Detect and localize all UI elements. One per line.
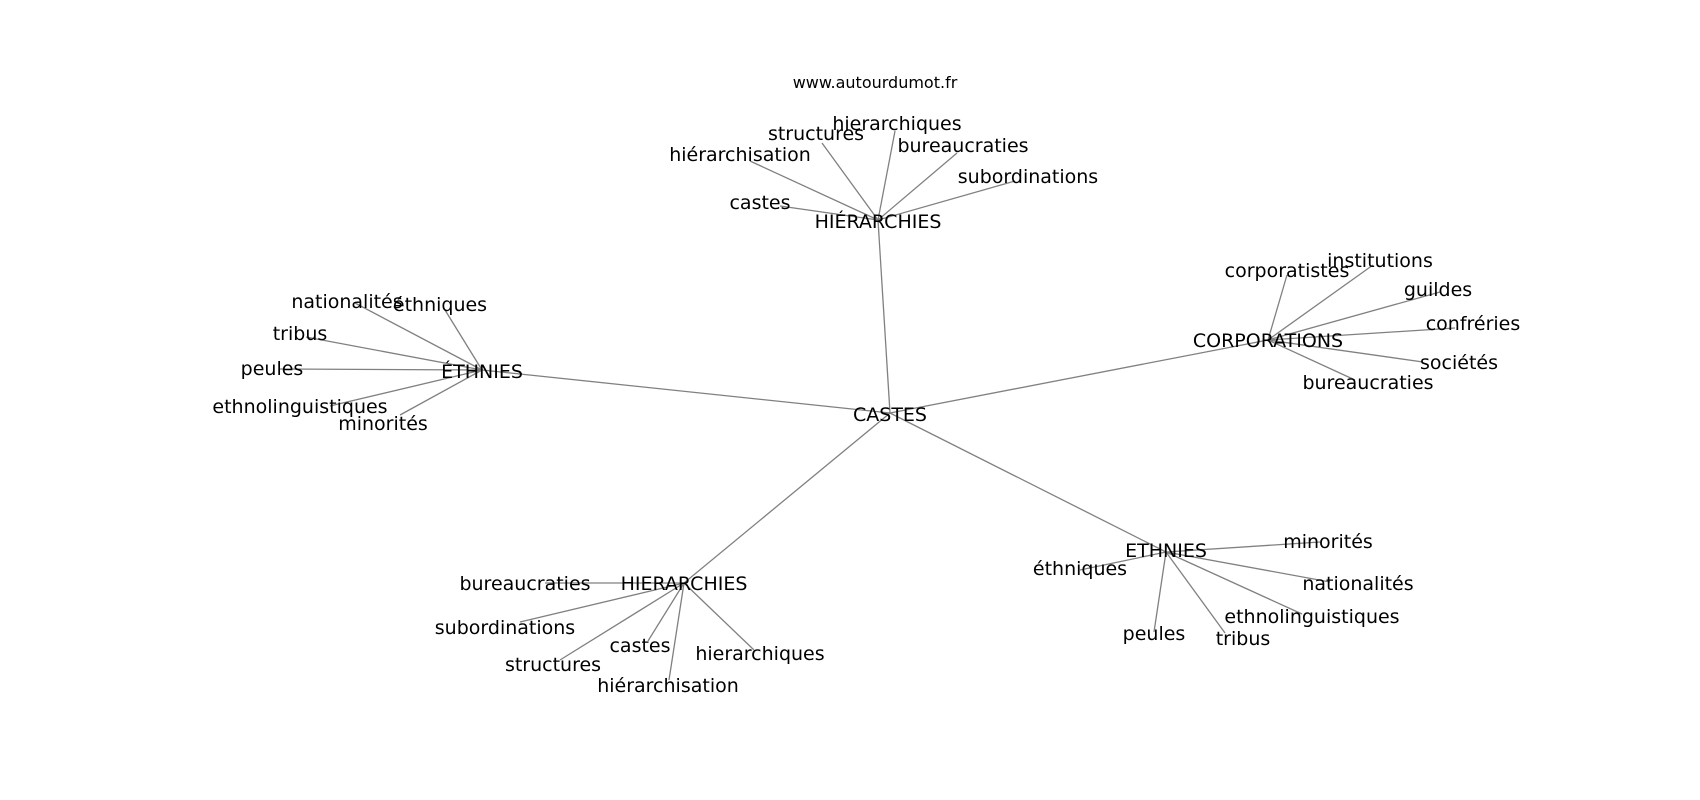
edge-hub-to-word <box>1267 339 1424 363</box>
edge-hub-to-word <box>1165 541 1321 553</box>
leaf-node-label[interactable]: subordinations <box>958 166 1098 188</box>
edge-hub-to-word <box>1165 551 1303 615</box>
leaf-node-label[interactable]: minorités <box>1283 531 1373 553</box>
leaf-node-label[interactable]: subordinations <box>435 617 575 639</box>
edge-hub-to-word <box>779 205 879 221</box>
leaf-node-label[interactable]: bureaucraties <box>897 135 1028 157</box>
edge-hub-to-word <box>1267 339 1356 381</box>
edge-hub-to-word <box>1267 327 1456 341</box>
leaf-node-label[interactable]: castes <box>609 635 670 657</box>
center-node-label[interactable]: CASTES <box>853 404 927 426</box>
leaf-node-label[interactable]: sociétés <box>1420 352 1498 374</box>
leaf-node-label[interactable]: corporatistes <box>1225 260 1350 282</box>
hub-node-label[interactable]: HIERARCHIES <box>621 573 748 595</box>
leaf-node-label[interactable]: peules <box>1123 623 1186 645</box>
leaf-node-label[interactable]: hiérarchisation <box>597 675 739 697</box>
edge-hub-to-word <box>668 582 685 681</box>
leaf-node-label[interactable]: ethnolinguistiques <box>212 396 387 418</box>
edge-hub-to-word <box>354 302 483 371</box>
leaf-node-label[interactable]: guildes <box>1404 279 1472 301</box>
leaf-node-label[interactable]: hiérarchisation <box>669 144 811 166</box>
edge-hub-to-word <box>1165 551 1331 583</box>
leaf-node-label[interactable]: hierarchiques <box>695 643 824 665</box>
edge-hub-to-word <box>519 582 685 623</box>
edge-hub-to-word <box>279 368 483 371</box>
edge-hub-to-word <box>749 160 879 221</box>
edge-hub-to-word <box>305 336 483 371</box>
leaf-node-label[interactable]: tribus <box>1216 628 1271 650</box>
hub-node-label[interactable]: CORPORATIONS <box>1193 330 1343 352</box>
leaf-node-label[interactable]: peules <box>241 358 304 380</box>
edge-hub-to-word <box>1153 551 1167 633</box>
leaf-node-label[interactable]: bureaucraties <box>1302 372 1433 394</box>
edges <box>279 130 1456 681</box>
hub-node-label[interactable]: HIÉRARCHIES <box>815 210 942 233</box>
hub-node-label[interactable]: ETHNIES <box>1125 540 1207 562</box>
leaf-node-label[interactable]: structures <box>768 123 864 145</box>
watermark: www.autourdumot.fr <box>793 73 958 92</box>
edge-hub-to-word <box>1079 551 1167 571</box>
edge-hub-to-word <box>559 582 685 661</box>
edge-center-to-hub <box>877 219 891 414</box>
edge-hub-to-word <box>647 582 685 642</box>
leaf-node-label[interactable]: ethnolinguistiques <box>1224 606 1399 628</box>
labels: CASTESHIÉRARCHIEScasteshiérarchisationst… <box>212 113 1520 697</box>
leaf-node-label[interactable]: minorités <box>338 413 428 435</box>
edge-hub-to-word <box>877 130 896 221</box>
leaf-node-label[interactable]: bureaucraties <box>459 573 590 595</box>
edge-hub-to-word <box>1165 551 1226 634</box>
edge-center-to-hub <box>889 339 1269 414</box>
leaf-node-label[interactable]: éthniques <box>1033 558 1127 580</box>
leaf-node-label[interactable]: nationalités <box>1302 573 1413 595</box>
leaf-node-label[interactable]: institutions <box>1327 250 1433 272</box>
edge-hub-to-word <box>821 142 879 221</box>
edge-center-to-hub <box>481 369 891 414</box>
leaf-node-label[interactable]: nationalités <box>291 291 402 313</box>
edge-hub-to-word <box>329 369 483 407</box>
edge-hub-to-word <box>444 309 483 371</box>
edge-hub-to-word <box>1267 291 1441 341</box>
leaf-node-label[interactable]: tribus <box>273 323 328 345</box>
edge-hub-to-word <box>399 369 483 416</box>
leaf-node-label[interactable]: confréries <box>1426 313 1521 335</box>
leaf-node-label[interactable]: éthniques <box>393 294 487 316</box>
edge-center-to-hub <box>683 412 891 584</box>
edge-hub-to-word <box>877 180 1016 221</box>
edge-hub-to-word <box>1267 264 1374 341</box>
leaf-node-label[interactable]: castes <box>729 192 790 214</box>
leaf-node-label[interactable]: hierarchiques <box>832 113 961 135</box>
edge-hub-to-word <box>683 582 755 651</box>
edge-hub-to-word <box>877 152 958 221</box>
edge-center-to-hub <box>889 412 1167 553</box>
hub-node-label[interactable]: ÉTHNIES <box>441 360 523 383</box>
leaf-node-label[interactable]: structures <box>505 654 601 676</box>
edge-hub-to-word <box>1267 274 1288 341</box>
